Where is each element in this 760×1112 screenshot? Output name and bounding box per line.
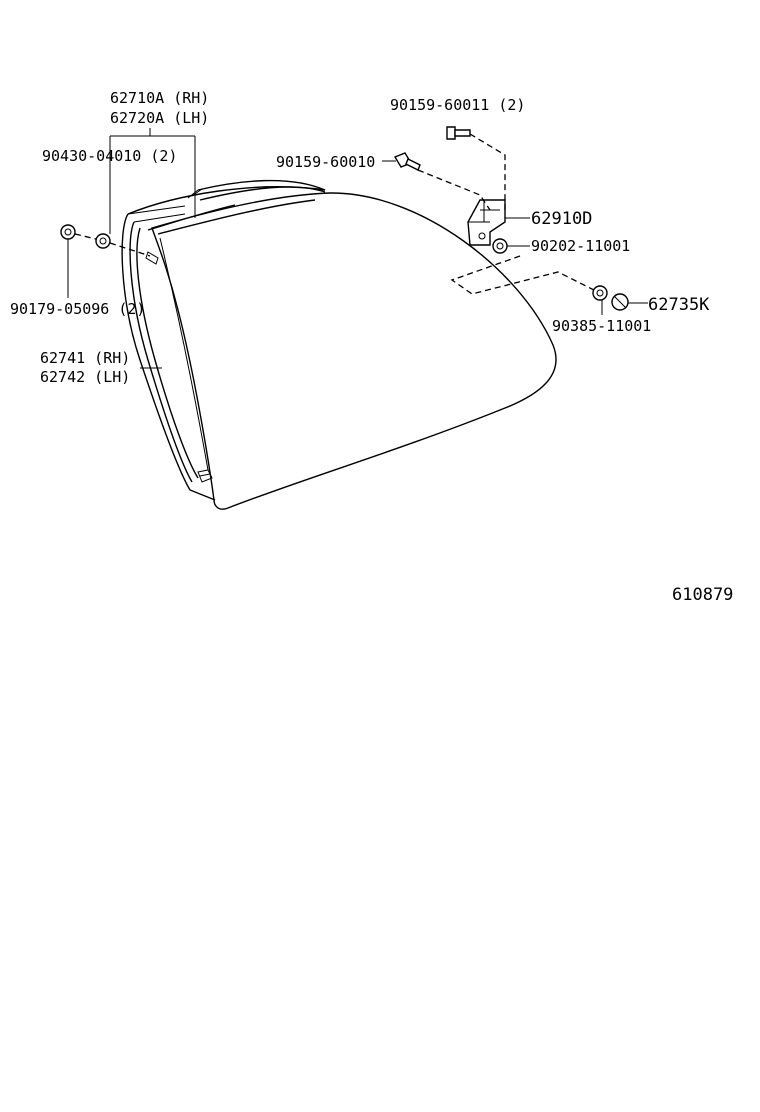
cap-62735K	[611, 293, 629, 311]
reference-number: 610879	[672, 585, 733, 605]
dashed-guide-left-2	[109, 242, 151, 257]
quarter-window-glass	[121, 179, 557, 510]
bolt-90159-60010	[393, 152, 421, 171]
leader-62710A	[109, 128, 196, 234]
label-90179: 90179-05096 (2)	[10, 300, 145, 318]
label-90159-60011: 90159-60011 (2)	[390, 96, 525, 114]
dashed-guide-mount	[450, 255, 595, 295]
dashed-guide-bolt-upper	[469, 133, 506, 212]
bolt-90159-60011	[446, 126, 471, 140]
label-62710A: 62710A (RH)	[110, 89, 209, 107]
label-62910D: 62910D	[531, 209, 592, 229]
dashed-guide-left	[74, 233, 97, 240]
label-90202: 90202-11001	[531, 237, 630, 255]
label-90430: 90430-04010 (2)	[42, 147, 177, 165]
dashed-guide-bolt-lower	[417, 169, 491, 211]
label-90159-60010: 90159-60010	[276, 153, 375, 171]
nut-90179	[60, 224, 76, 240]
washer-90385	[592, 285, 608, 301]
label-62720A: 62720A (LH)	[110, 109, 209, 127]
label-62742: 62742 (LH)	[40, 368, 130, 386]
washer-90430	[95, 233, 111, 249]
label-90385: 90385-11001	[552, 317, 651, 335]
nut-90202	[492, 238, 508, 254]
label-62735K: 62735K	[648, 295, 710, 315]
hinge-bracket-62910D	[467, 199, 506, 246]
label-62741: 62741 (RH)	[40, 349, 130, 367]
